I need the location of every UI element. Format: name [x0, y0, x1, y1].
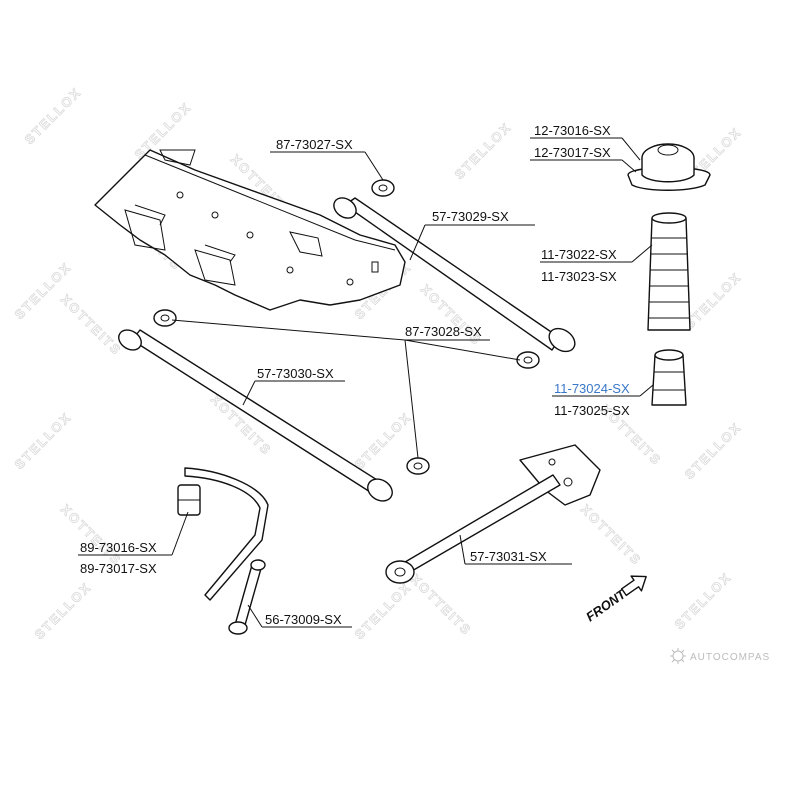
label-57-73030[interactable]: 57-73030-SX — [257, 366, 334, 381]
label-56-73009[interactable]: 56-73009-SX — [265, 612, 342, 627]
front-label: FRONT — [583, 586, 629, 625]
label-11-73022[interactable]: 11-73022-SX — [541, 247, 617, 262]
watermark-text: STELLOX — [132, 99, 195, 162]
label-11-73025[interactable]: 11-73025-SX — [554, 403, 630, 418]
footer-source-text: AUTOCOMPAS — [690, 652, 770, 663]
watermark-text: STELLOX — [352, 409, 415, 472]
lower-control-arm[interactable] — [115, 326, 396, 505]
watermark-text: STELLOX — [12, 259, 75, 322]
label-87-73028[interactable]: 87-73028-SX — [405, 324, 482, 339]
watermark-text: STELLOX — [32, 579, 95, 642]
label-12-73017[interactable]: 12-73017-SX — [534, 145, 611, 160]
watermark-text: STELLOX — [672, 569, 735, 632]
label-11-73023[interactable]: 11-73023-SX — [541, 269, 617, 284]
label-12-73016[interactable]: 12-73016-SX — [534, 123, 611, 138]
panhard-rod[interactable] — [385, 444, 601, 584]
stabilizer-bushing-89-73016[interactable] — [177, 484, 201, 516]
strut-dust-boot[interactable] — [647, 212, 691, 331]
leader-lines — [78, 137, 654, 628]
body-frame-panel — [94, 149, 406, 311]
watermark-text: XOTTEITS — [578, 502, 645, 569]
watermark-text: XOTTEITS — [58, 292, 125, 359]
label-57-73029[interactable]: 57-73029-SX — [432, 209, 509, 224]
bushing-87-73028[interactable] — [153, 309, 540, 475]
stabilizer-link-56-73009[interactable] — [228, 559, 266, 635]
watermark-text: STELLOX — [682, 419, 745, 482]
watermark-text: STELLOX — [22, 84, 85, 147]
part-labels: 87-73027-SX 57-73029-SX 12-73016-SX 12-7… — [80, 123, 630, 627]
autocompas-logo-icon — [670, 648, 686, 664]
watermark-text: XOTTEITS — [58, 502, 125, 569]
label-11-73024[interactable]: 11-73024-SX — [554, 381, 630, 396]
front-direction-indicator: FRONT — [583, 575, 647, 625]
strut-top-mount[interactable] — [627, 143, 711, 191]
label-87-73027[interactable]: 87-73027-SX — [276, 137, 353, 152]
footer-brand: AUTOCOMPAS — [670, 648, 770, 664]
watermark-text: STELLOX — [452, 119, 515, 182]
bushing-87-73027[interactable] — [371, 179, 395, 197]
upper-control-arm[interactable] — [330, 194, 579, 356]
label-89-73017[interactable]: 89-73017-SX — [80, 561, 157, 576]
watermark-text: STELLOX — [352, 579, 415, 642]
bump-stop[interactable] — [651, 349, 687, 406]
label-57-73031[interactable]: 57-73031-SX — [470, 549, 547, 564]
stabilizer-bar[interactable] — [184, 467, 269, 601]
watermark-text: XOTTEITS — [408, 572, 475, 639]
watermark-text: STELLOX — [682, 269, 745, 332]
watermark-layer: STELLOX XOTTEITS STELLOX XOTTEITS STELLO… — [11, 84, 745, 643]
front-arrow-icon — [620, 575, 647, 597]
label-89-73016[interactable]: 89-73016-SX — [80, 540, 157, 555]
watermark-text: STELLOX — [12, 409, 75, 472]
